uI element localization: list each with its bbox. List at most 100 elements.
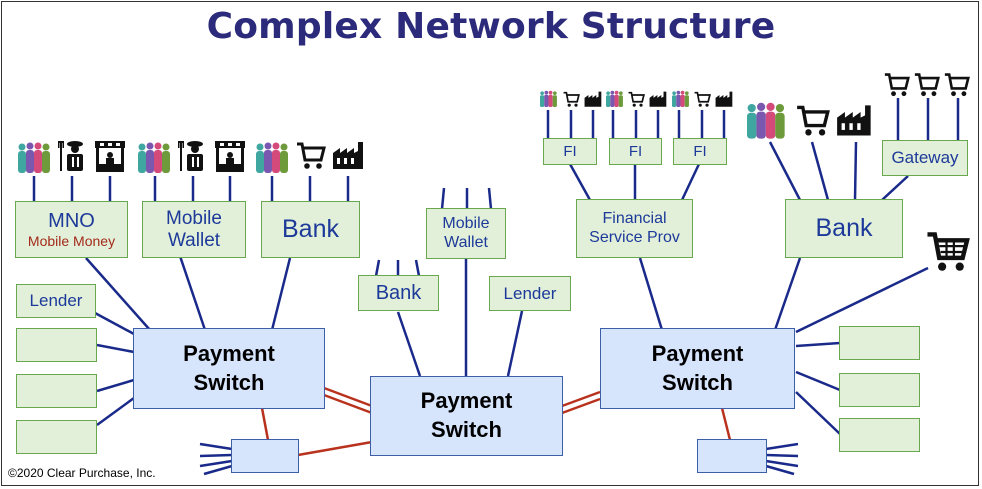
copyright-notice: ©2020 Clear Purchase, Inc. bbox=[8, 466, 156, 480]
gateway-node: Gateway bbox=[882, 140, 968, 176]
fan-left-2 bbox=[199, 453, 233, 458]
fsp-line1: Financial bbox=[602, 210, 667, 228]
fan-right-2 bbox=[765, 453, 799, 458]
fan-left-3 bbox=[199, 459, 233, 468]
mobile-wallet-center-node: Mobile Wallet bbox=[426, 208, 506, 259]
lender-center-node: Lender bbox=[489, 276, 571, 311]
bank-left-node: Bank bbox=[261, 201, 360, 258]
link-icon-rbank-1 bbox=[768, 141, 802, 201]
link-empty2-left-switch bbox=[96, 378, 135, 393]
interswitch-left-center-b bbox=[323, 393, 373, 415]
people-icon bbox=[672, 90, 689, 107]
people-icon bbox=[540, 90, 557, 107]
link-wallet-left-switch bbox=[178, 255, 207, 331]
people-icon bbox=[256, 142, 288, 173]
interswitch-center-right-b bbox=[561, 397, 601, 415]
mobile-money-label: Mobile Money bbox=[27, 232, 116, 249]
shopping-cart-icon bbox=[563, 91, 580, 107]
switch-right-line2: Switch bbox=[662, 369, 733, 395]
interswitch-center-right-a bbox=[561, 390, 601, 408]
market-stall-icon bbox=[215, 141, 245, 172]
payment-switch-left: Payment Switch bbox=[133, 328, 325, 409]
link-fi1-fsp bbox=[568, 163, 592, 201]
shopping-cart-icon bbox=[884, 73, 910, 97]
payment-switch-right: Payment Switch bbox=[600, 328, 795, 409]
link-mno-left-switch bbox=[85, 257, 151, 331]
people-icon bbox=[606, 90, 623, 107]
link-bank-center-switch bbox=[396, 311, 422, 377]
bank-left-label: Bank bbox=[282, 215, 339, 244]
link-right-switch-minibox bbox=[720, 407, 732, 441]
fi-node-3: FI bbox=[673, 138, 727, 165]
factory-icon bbox=[333, 142, 363, 169]
empty-node-left-2 bbox=[16, 374, 97, 408]
link-fsp-right-switch bbox=[638, 257, 664, 331]
link-right-switch-empty3 bbox=[795, 391, 841, 435]
gateway-label: Gateway bbox=[891, 148, 959, 168]
shopping-cart-icon bbox=[297, 142, 326, 169]
link-gateway-rbank bbox=[881, 175, 909, 201]
mno-label: MNO bbox=[48, 209, 95, 232]
bank-center-label: Bank bbox=[375, 281, 422, 304]
stub-center-bank-1 bbox=[374, 259, 381, 277]
mini-switch-right bbox=[697, 439, 767, 473]
link-bank-right-switch bbox=[773, 257, 802, 331]
mobile-wallet-center-line1: Mobile bbox=[442, 215, 490, 233]
financial-service-provider-node: Financial Service Prov bbox=[576, 199, 693, 258]
stub-center-wallet-3 bbox=[487, 187, 493, 210]
diagram-title: Complex Network Structure bbox=[206, 6, 776, 47]
farmer-icon bbox=[58, 141, 83, 171]
link-empty3-left-switch bbox=[96, 396, 135, 427]
fi-2-label: FI bbox=[628, 142, 643, 160]
empty-node-right-3 bbox=[839, 418, 920, 452]
switch-center-line1: Payment bbox=[420, 388, 513, 414]
link-cart-right-switch bbox=[795, 266, 929, 334]
people-icon bbox=[138, 142, 170, 173]
link-left-switch-minibox bbox=[260, 407, 270, 441]
switch-left-line2: Switch bbox=[193, 369, 265, 395]
switch-center-line2: Switch bbox=[431, 417, 502, 442]
lender-center-label: Lender bbox=[503, 283, 557, 303]
switch-right-line1: Payment bbox=[651, 340, 744, 366]
empty-node-right-1 bbox=[839, 326, 920, 360]
empty-node-right-2 bbox=[839, 373, 920, 407]
fi-node-2: FI bbox=[609, 138, 662, 165]
shopping-cart-icon bbox=[628, 91, 645, 107]
mobile-wallet-center-line2: Wallet bbox=[444, 233, 488, 251]
fan-right-1 bbox=[765, 442, 799, 451]
shopping-cart-icon bbox=[914, 73, 940, 97]
link-fi3-fsp bbox=[680, 163, 701, 201]
link-lender-center-switch bbox=[506, 310, 524, 377]
link-minibox-center-switch bbox=[297, 440, 373, 457]
link-icon-rbank-2 bbox=[810, 141, 830, 201]
fan-right-3 bbox=[765, 459, 799, 468]
shopping-cart-icon bbox=[694, 91, 711, 107]
mobile-wallet-left-node: Mobile Wallet bbox=[142, 201, 246, 258]
bank-center-node: Bank bbox=[358, 275, 439, 311]
link-right-switch-empty2 bbox=[795, 370, 841, 392]
mno-node: MNO Mobile Money bbox=[15, 201, 128, 258]
link-right-switch-empty1 bbox=[795, 341, 841, 348]
factory-icon bbox=[837, 105, 871, 136]
interswitch-left-center-a bbox=[323, 386, 373, 408]
people-icon bbox=[18, 142, 50, 173]
factory-icon bbox=[715, 91, 733, 107]
factory-icon bbox=[649, 91, 667, 107]
market-stall-icon bbox=[95, 141, 125, 172]
shopping-cart-icon bbox=[797, 105, 830, 136]
fan-left-1 bbox=[199, 442, 233, 451]
people-icon bbox=[747, 102, 785, 139]
empty-node-left-1 bbox=[16, 328, 97, 362]
empty-node-left-3 bbox=[16, 420, 97, 454]
shopping-cart-icon bbox=[927, 232, 970, 271]
link-empty1-left-switch bbox=[96, 343, 135, 354]
fan-left-4 bbox=[203, 464, 233, 476]
bank-right-node: Bank bbox=[785, 199, 903, 258]
farmer-icon bbox=[178, 141, 203, 171]
stub-center-bank-3 bbox=[414, 259, 421, 277]
lender-left-node: Lender bbox=[16, 284, 96, 318]
factory-icon bbox=[584, 91, 602, 107]
